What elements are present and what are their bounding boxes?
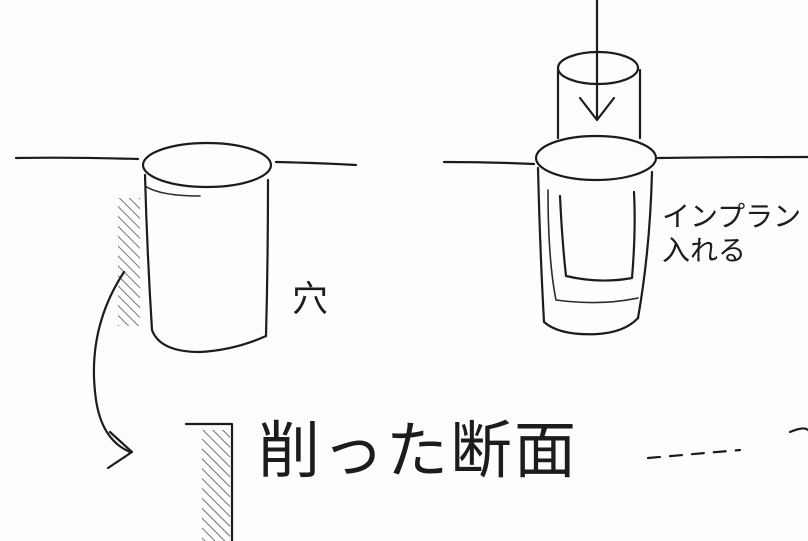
implant-hole-right — [636, 170, 654, 320]
hole-wall-hatching — [118, 198, 140, 326]
section-hatching — [202, 430, 230, 541]
implant-rim — [534, 134, 658, 182]
cut-section-drawing — [184, 422, 808, 541]
cut-section-label: 削った断面 — [258, 414, 579, 487]
section-bracket — [184, 422, 234, 541]
ground-line-right — [442, 160, 536, 166]
hole-right-wall — [264, 178, 270, 338]
implant-inner-body — [558, 190, 636, 282]
hole-label: 穴 — [292, 279, 329, 320]
hole-left-wall — [143, 173, 268, 354]
leader-end-mark — [788, 427, 808, 434]
implant-label-line1: インプラント — [662, 200, 808, 233]
implant-hole-left — [536, 166, 640, 336]
implant-label-line2: 入れる — [662, 234, 747, 268]
implant-drawing — [442, 0, 808, 336]
implant-label: インプラント 入れる — [662, 200, 808, 268]
ground-line-left-2 — [274, 160, 358, 167]
section-arrow — [92, 270, 132, 454]
down-arrow-head — [578, 96, 616, 122]
implant-inner-body-2 — [547, 189, 639, 304]
hole-drawing — [14, 141, 358, 470]
hole-rim — [141, 141, 273, 189]
hole-inner-line — [144, 185, 201, 197]
ground-line-right-2 — [656, 155, 808, 160]
ground-line-left — [14, 156, 140, 161]
dashed-leader — [646, 448, 742, 460]
section-arrow-head — [106, 430, 134, 470]
